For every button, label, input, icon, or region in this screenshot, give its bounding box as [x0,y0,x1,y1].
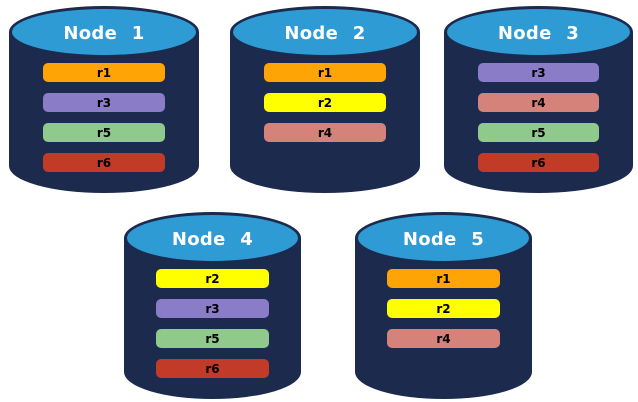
cylinder-top-ellipse: Node 2 [230,6,420,58]
replica-bar: r2 [155,269,270,288]
node-title: Node 4 [171,228,254,250]
cylinder-body-shape [230,32,420,193]
node-4-cylinder: Node 4 r2 r3 r5 r6 [124,212,301,399]
replica-bar: r2 [264,93,386,112]
replica-bar: r4 [264,123,386,142]
node-1-cylinder: Node 1 r1 r3 r5 r6 [9,6,199,193]
replica-list: r1 r2 r4 [355,269,532,348]
replica-list: r1 r2 r4 [230,63,420,142]
replica-bar: r1 [264,63,386,82]
replica-list: r3 r4 r5 r6 [444,63,633,172]
replica-bar: r2 [386,299,501,318]
cylinder-body-shape [355,238,532,399]
cylinder-top-ellipse: Node 5 [355,212,532,264]
replica-bar: r6 [43,153,165,172]
node-title: Node 1 [63,22,145,44]
replica-bar: r3 [43,93,165,112]
replica-bar: r5 [478,123,599,142]
replica-bar: r1 [43,63,165,82]
node-title: Node 2 [284,22,366,44]
replica-list: r1 r3 r5 r6 [9,63,199,172]
cylinder-top-ellipse: Node 1 [9,6,199,58]
node-3-cylinder: Node 3 r3 r4 r5 r6 [444,6,633,193]
cylinder-top-ellipse: Node 4 [124,212,301,264]
replica-bar: r3 [478,63,599,82]
replica-bar: r1 [386,269,501,288]
replica-bar: r3 [155,299,270,318]
cylinder-top-ellipse: Node 3 [444,6,633,58]
replica-bar: r6 [155,359,270,378]
replica-bar: r5 [155,329,270,348]
replica-list: r2 r3 r5 r6 [124,269,301,378]
replica-bar: r4 [386,329,501,348]
replica-bar: r6 [478,153,599,172]
node-title: Node 3 [497,22,580,44]
node-2-cylinder: Node 2 r1 r2 r4 [230,6,420,193]
replica-bar: r4 [478,93,599,112]
node-5-cylinder: Node 5 r1 r2 r4 [355,212,532,399]
node-title: Node 5 [402,228,485,250]
replica-bar: r5 [43,123,165,142]
